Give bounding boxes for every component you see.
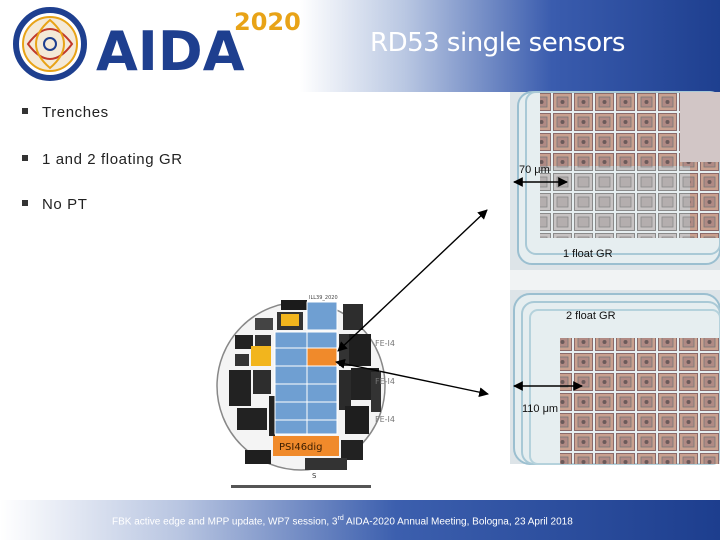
wafer-top-label: ILL39_2020: [309, 295, 338, 301]
float-2-gr-label: 2 float GR: [566, 310, 616, 322]
pitch-110-label: 110 μm: [522, 403, 559, 415]
bullet-text: 1 and 2 floating GR: [42, 151, 183, 168]
wafer-side-label: FE-I4: [375, 339, 395, 348]
footer-text-start: FBK active edge and MPP update, WP7 sess…: [112, 516, 338, 528]
slide-title: RD53 single sensors: [370, 28, 625, 58]
float-1-gr-label: 1 float GR: [563, 248, 613, 260]
bullet-item: 1 and 2 floating GR: [22, 151, 183, 168]
wafer-psi-label: PSI46dig: [279, 442, 323, 453]
aida-logo: AIDA 2020: [13, 7, 301, 83]
bullet-item: Trenches: [22, 104, 109, 121]
bullet-square-icon: [22, 155, 28, 161]
header-gradient-band: [300, 0, 720, 92]
bullet-text: No PT: [42, 196, 88, 213]
wafer-bottom-label: S: [312, 472, 317, 480]
wafer-layout-image: ILL39_2020 FE-I4 FE-I4 FE-I4 PSI46dig S: [216, 295, 395, 488]
bullet-square-icon: [22, 200, 28, 206]
wafer-side-label: FE-I4: [375, 415, 395, 424]
footer-text: FBK active edge and MPP update, WP7 sess…: [112, 515, 573, 527]
bullet-square-icon: [22, 108, 28, 114]
bullet-item: No PT: [22, 196, 88, 213]
sensor-micrograph-image: [510, 91, 720, 465]
wafer-side-label: FE-I4: [375, 377, 395, 386]
footer-text-end: AIDA-2020 Annual Meeting, Bologna, 23 Ap…: [343, 516, 573, 528]
footer: FBK active edge and MPP update, WP7 sess…: [0, 500, 720, 540]
logo-text: AIDA: [96, 20, 245, 83]
logo-year: 2020: [234, 8, 301, 36]
header: AIDA 2020 RD53 single sensors: [0, 0, 720, 92]
aida-emblem-icon: [13, 7, 87, 81]
footer-text-sup: rd: [337, 515, 344, 522]
pitch-70-label: 70 μm: [519, 164, 550, 176]
bullet-text: Trenches: [42, 104, 109, 121]
